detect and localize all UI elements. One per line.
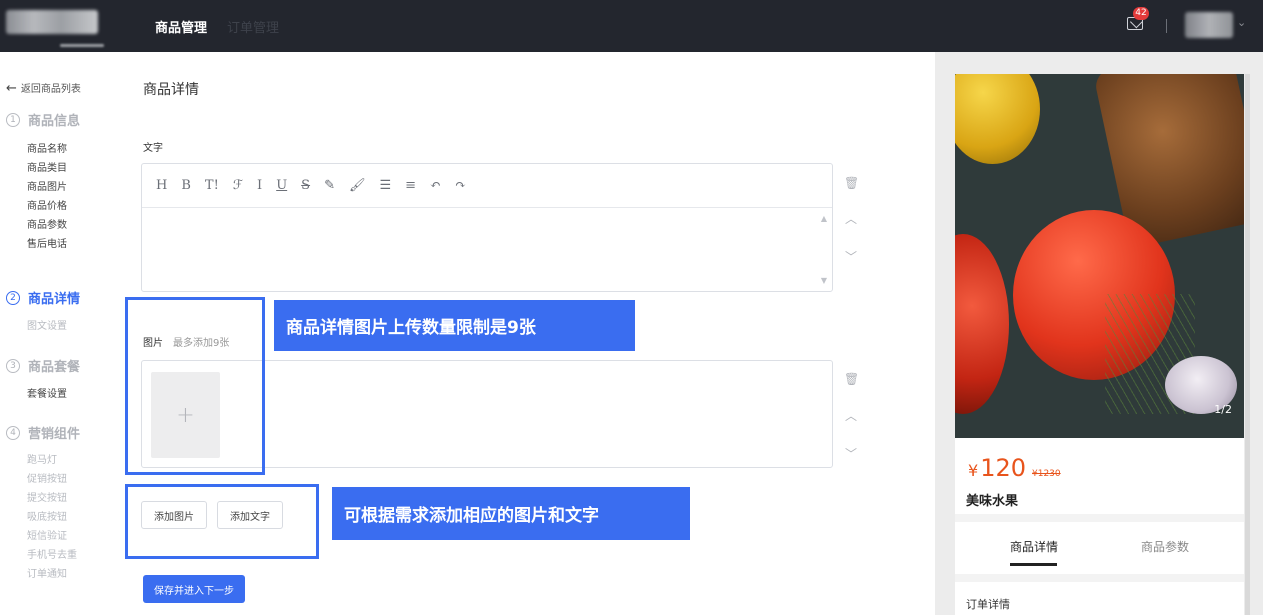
top-bar: 商品管理 订单管理 42 ⌄ — [0, 0, 1263, 52]
sidebar-item-marquee[interactable]: 跑马灯 — [27, 455, 57, 466]
sidebar-item-sms-verify[interactable]: 短信验证 — [27, 531, 67, 542]
font-size-icon[interactable]: T! — [204, 178, 219, 193]
price-row: ¥ 120 ¥1230 — [968, 454, 1061, 482]
product-photo-tomato — [955, 234, 1009, 414]
move-down-icon[interactable]: ﹀ — [845, 250, 858, 264]
editor-toolbar: H B T! ℱ I U S ✎ 🖌 ☰ ≡ ↶ ↷ — [142, 164, 832, 208]
sidebar-item-sticky-button[interactable]: 吸底按钮 — [27, 512, 67, 523]
arrow-left-icon: ← — [6, 81, 17, 96]
text-section-label: 文字 — [143, 143, 163, 154]
font-family-icon[interactable]: ℱ — [232, 178, 244, 193]
product-name: 美味水果 — [966, 494, 1019, 509]
sidebar-item-promo-button[interactable]: 促销按钮 — [27, 474, 67, 485]
strikethrough-icon[interactable]: S — [301, 178, 311, 193]
sidebar-item-product-name[interactable]: 商品名称 — [27, 144, 67, 155]
annotation-highlight-box — [125, 297, 265, 475]
step-number: 2 — [6, 290, 20, 305]
rich-text-editor[interactable]: H B T! ℱ I U S ✎ 🖌 ☰ ≡ ↶ ↷ ▲ ▼ — [141, 163, 833, 292]
annotation-highlight-box — [125, 484, 319, 559]
sidebar-item-order-notify[interactable]: 订单通知 — [27, 569, 67, 580]
move-up-icon[interactable]: ︿ — [845, 212, 858, 226]
divider — [955, 514, 1244, 522]
add-text-button[interactable]: 添加文字 — [217, 501, 283, 529]
divider — [955, 574, 1244, 582]
original-price: ¥1230 — [1032, 469, 1061, 479]
divider — [1166, 19, 1167, 33]
chevron-down-icon[interactable]: ⌄ — [1237, 16, 1247, 29]
annotation-image-limit: 商品详情图片上传数量限制是9张 — [274, 300, 635, 351]
bold-icon[interactable]: B — [181, 178, 191, 193]
undo-icon[interactable]: ↶ — [430, 178, 441, 193]
heading-icon[interactable]: H — [156, 178, 168, 193]
move-up-icon[interactable]: ︿ — [845, 409, 858, 423]
image-section-label: 图片最多添加9张 — [143, 334, 229, 349]
price: 120 — [980, 454, 1026, 482]
step-number: 1 — [6, 112, 20, 127]
active-tab-indicator — [1010, 563, 1057, 566]
move-down-icon[interactable]: ﹀ — [845, 447, 858, 461]
logo-underline — [60, 44, 104, 47]
tab-product-detail[interactable]: 商品详情 — [1010, 540, 1059, 554]
nav-item-order-management[interactable]: 订单管理 — [227, 20, 280, 36]
step-number: 4 — [6, 425, 20, 440]
image-counter: 1/2 — [1214, 403, 1232, 416]
delete-icon[interactable]: 🗑 — [844, 176, 860, 190]
upload-plus-icon[interactable]: + — [151, 372, 220, 458]
step-product-package[interactable]: 3 商品套餐 — [6, 356, 80, 375]
underline-icon[interactable]: U — [276, 178, 288, 193]
add-image-button[interactable]: 添加图片 — [141, 501, 207, 529]
image-limit-hint: 最多添加9张 — [173, 338, 230, 349]
sidebar-item-product-image[interactable]: 商品图片 — [27, 182, 67, 193]
align-icon[interactable]: ≡ — [405, 178, 417, 193]
tab-product-params[interactable]: 商品参数 — [1141, 540, 1190, 554]
sidebar-item-product-category[interactable]: 商品类目 — [27, 163, 67, 174]
italic-icon[interactable]: I — [257, 178, 263, 193]
redo-icon[interactable]: ↷ — [454, 178, 466, 193]
page-title: 商品详情 — [143, 82, 199, 98]
sidebar-item-product-params[interactable]: 商品参数 — [27, 220, 67, 231]
step-number: 3 — [6, 358, 20, 373]
nav-item-product-management[interactable]: 商品管理 — [155, 20, 208, 36]
sidebar-item-submit-button[interactable]: 提交按钮 — [27, 493, 67, 504]
sidebar-item-phone-dedupe[interactable]: 手机号去重 — [27, 550, 77, 561]
sidebar-item-after-sales-phone[interactable]: 售后电话 — [27, 239, 67, 250]
top-nav: 商品管理 订单管理 — [155, 0, 279, 52]
image-upload-area: + — [141, 360, 833, 468]
sidebar-item-product-price[interactable]: 商品价格 — [27, 201, 67, 212]
step-title: 商品详情 — [28, 292, 81, 307]
product-photo-pepper — [955, 74, 1040, 164]
avatar[interactable] — [1185, 12, 1233, 38]
currency-symbol: ¥ — [968, 461, 979, 480]
annotation-add-content: 可根据需求添加相应的图片和文字 — [332, 487, 690, 540]
mail-badge: 42 — [1133, 7, 1149, 20]
step-sidebar: ←返回商品列表 1 商品信息 商品名称 商品类目 商品图片 商品价格 商品参数 … — [0, 52, 112, 615]
step-product-info[interactable]: 1 商品信息 — [6, 110, 80, 129]
preview-scrollbar[interactable] — [1245, 74, 1250, 615]
preview-tabs: 商品详情 商品参数 — [955, 522, 1244, 572]
scroll-down-icon[interactable]: ▼ — [820, 276, 827, 285]
save-next-button[interactable]: 保存并进入下一步 — [143, 575, 245, 603]
sidebar-item-rich-text-settings[interactable]: 图文设置 — [27, 321, 67, 332]
list-icon[interactable]: ☰ — [379, 178, 392, 193]
back-label: 返回商品列表 — [20, 84, 81, 95]
step-marketing-components[interactable]: 4 营销组件 — [6, 423, 80, 442]
delete-icon[interactable]: 🗑 — [844, 372, 860, 386]
product-photo-onion — [1165, 356, 1237, 414]
brush-icon[interactable]: 🖌 — [348, 178, 366, 193]
sidebar-item-package-settings[interactable]: 套餐设置 — [27, 389, 67, 400]
logo[interactable] — [6, 10, 98, 34]
step-title: 商品套餐 — [28, 360, 81, 375]
image-label: 图片 — [143, 338, 163, 349]
scroll-up-icon[interactable]: ▲ — [820, 214, 827, 223]
back-to-list-link[interactable]: ←返回商品列表 — [6, 80, 81, 96]
step-title: 营销组件 — [28, 427, 81, 442]
step-title: 商品信息 — [28, 114, 81, 129]
mobile-preview: 1/2 ¥ 120 ¥1230 美味水果 商品详情 商品参数 订单详情 — [955, 74, 1244, 615]
product-image-carousel[interactable]: 1/2 — [955, 74, 1244, 438]
step-product-detail[interactable]: 2 商品详情 — [6, 288, 80, 307]
highlight-icon[interactable]: ✎ — [324, 178, 335, 193]
order-detail-heading: 订单详情 — [966, 598, 1010, 611]
